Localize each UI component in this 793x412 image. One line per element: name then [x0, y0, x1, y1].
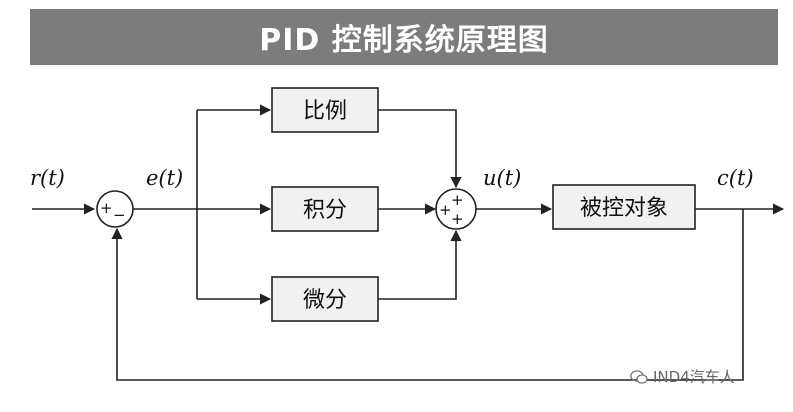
proportional-box: [271, 87, 379, 133]
sj2-plus-bottom: +: [451, 210, 464, 228]
wechat-icon: [630, 369, 648, 384]
sj1-plus-sign: +: [100, 199, 113, 217]
derivative-box: [271, 276, 379, 322]
plant-box: [552, 184, 696, 230]
watermark: IND4汽车人: [630, 366, 735, 387]
sj1-minus-sign: −: [113, 206, 126, 224]
feedback-path: [111, 209, 744, 381]
signal-u-label: u(t): [483, 166, 521, 190]
plant-label: 被控对象: [580, 196, 668, 221]
integral-label: 积分: [303, 198, 347, 223]
summing-junction-2: + + +: [435, 188, 477, 230]
derivative-output-arrow: [378, 229, 462, 300]
signal-r-label: r(t): [30, 166, 65, 190]
watermark-text: IND4汽车人: [653, 368, 735, 386]
title-bar: PID 控制系统原理图: [30, 9, 778, 65]
page-title: PID 控制系统原理图: [259, 23, 549, 58]
integral-box: [271, 186, 379, 232]
sj2-plus-left: +: [439, 201, 452, 219]
signal-e-label: e(t): [146, 166, 183, 190]
derivative-label: 微分: [303, 288, 347, 313]
proportional-label: 比例: [303, 99, 347, 124]
derivative-block: 微分: [271, 276, 379, 322]
sj2-plus-top: +: [451, 191, 464, 209]
integral-block: 积分: [271, 186, 379, 232]
signal-c-label: c(t): [717, 166, 754, 190]
summing-junction-1: + −: [96, 190, 134, 228]
plant-block: 被控对象: [552, 184, 696, 230]
proportional-output-arrow: [378, 109, 462, 189]
proportional-block: 比例: [271, 87, 379, 133]
